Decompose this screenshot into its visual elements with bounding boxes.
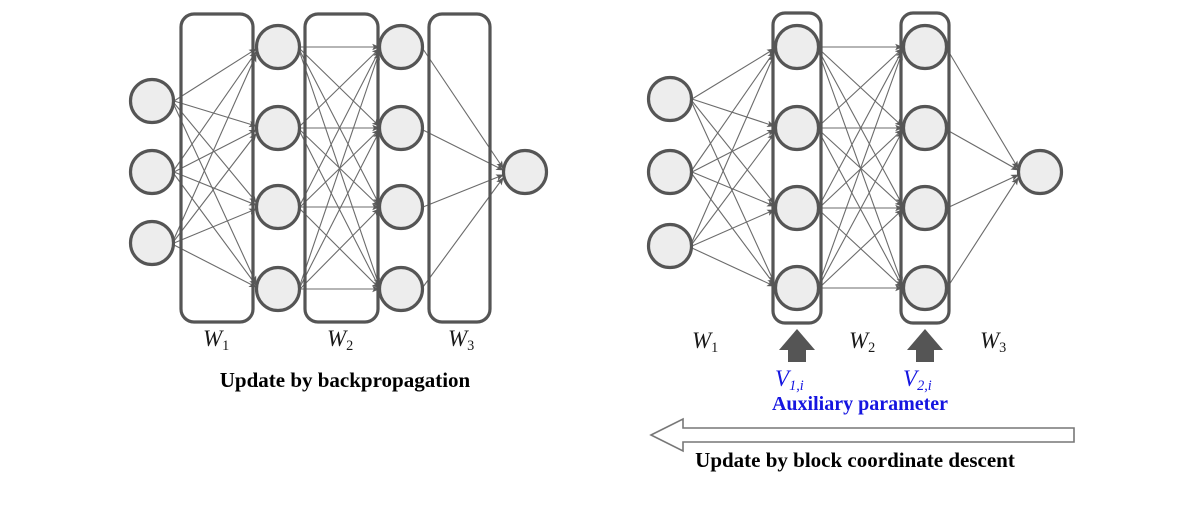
layer-box-v1: [771, 11, 823, 325]
neuron-h2-2: [901, 104, 949, 152]
weight-label-w2-right: W2: [849, 328, 876, 356]
neuron-input-3: [128, 219, 176, 267]
left-panel-edges: [173, 48, 257, 288]
caption-block-coordinate-descent: Update by block coordinate descent: [695, 448, 1015, 472]
left-panel-nodes: [128, 23, 549, 313]
right-panel-layer-boxes: [771, 11, 951, 325]
left-panel-weight-boxes: [179, 12, 492, 324]
neuron-h2-3: [377, 183, 425, 231]
neuron-h2-1: [377, 23, 425, 71]
neuron-h1-4: [773, 264, 821, 312]
weight-label-w3-left: W3: [448, 326, 475, 354]
neuron-input-2: [646, 148, 694, 196]
weight-label-w2-left: W2: [327, 326, 354, 354]
auxiliary-up-arrows: [779, 329, 943, 362]
auxiliary-label-v2: V2,i: [903, 366, 932, 394]
neuron-input-3: [646, 222, 694, 270]
layer-box-v2: [899, 11, 951, 325]
neuron-h2-3: [901, 184, 949, 232]
right-panel-nodes: [646, 23, 1064, 312]
leftward-flow-arrow-icon: [649, 417, 1075, 453]
weight-label-w3-right: W3: [980, 328, 1007, 356]
weight-label-w1-right: W1: [692, 328, 719, 356]
neuron-h2-2: [377, 104, 425, 152]
neuron-h2-1: [901, 23, 949, 71]
neuron-h1-2: [254, 104, 302, 152]
up-arrow-v1-icon: [779, 329, 815, 362]
neuron-input-1: [128, 77, 176, 125]
neuron-output-1: [501, 148, 549, 196]
caption-backpropagation: Update by backpropagation: [219, 368, 471, 392]
neuron-h1-3: [773, 184, 821, 232]
right-panel-edges: [691, 48, 775, 287]
neuron-h1-1: [254, 23, 302, 71]
right-panel-edges-3: [946, 48, 1019, 289]
right-panel-edges-2: [818, 43, 903, 292]
left-panel-edges-2: [299, 43, 380, 293]
neuron-h1-3: [254, 183, 302, 231]
neuron-h2-4: [377, 265, 425, 313]
auxiliary-label-v1: V1,i: [775, 366, 804, 394]
weight-box-w3: [427, 12, 492, 324]
weight-box-w2: [303, 12, 380, 324]
neuron-h1-2: [773, 104, 821, 152]
neuron-h2-4: [901, 264, 949, 312]
neuron-h1-1: [773, 23, 821, 71]
neuron-output-1: [1016, 148, 1064, 196]
neuron-input-1: [646, 75, 694, 123]
neuron-input-2: [128, 148, 176, 196]
weight-box-w1: [179, 12, 255, 324]
neuron-h1-4: [254, 265, 302, 313]
auxiliary-parameter-caption: Auxiliary parameter: [771, 393, 949, 415]
up-arrow-v2-icon: [907, 329, 943, 362]
weight-label-w1-left: W1: [203, 326, 230, 354]
